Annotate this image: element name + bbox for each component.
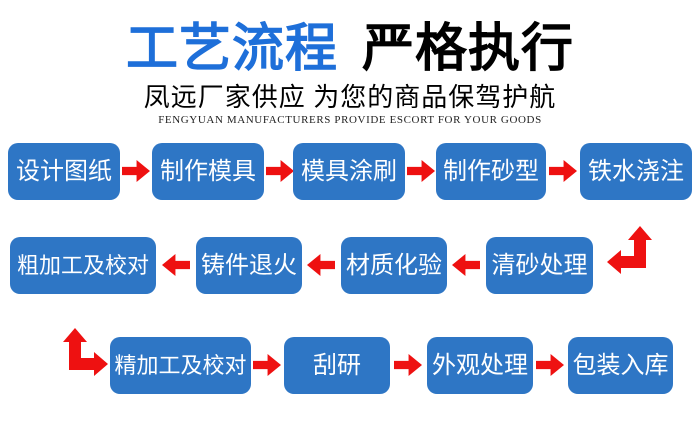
flow-step-5: 铁水浇注 — [580, 143, 692, 200]
flow-step-2: 制作模具 — [152, 143, 264, 200]
elbow-arrow-up-right-icon — [63, 328, 108, 376]
arrow-left-icon — [307, 254, 335, 276]
flow-step-1: 设计图纸 — [8, 143, 120, 200]
tagline-english: FENGYUAN MANUFACTURERS PROVIDE ESCORT FO… — [158, 114, 542, 126]
arrow-right-icon — [549, 160, 577, 182]
arrow-right-icon — [266, 160, 294, 182]
subtitle: 凤远厂家供应 为您的商品保驾护航 — [143, 83, 557, 112]
flow-step-4: 制作砂型 — [436, 143, 546, 200]
flow-step-13: 包装入库 — [568, 337, 673, 394]
arrow-left-icon — [162, 254, 190, 276]
arrow-right-icon — [536, 354, 564, 376]
arrow-right-icon — [394, 354, 422, 376]
flow-step-7: 材质化验 — [341, 237, 447, 294]
arrow-right-icon — [253, 354, 281, 376]
elbow-arrow-up-left-icon — [607, 226, 652, 274]
flow-step-11: 刮研 — [284, 337, 390, 394]
flow-step-6: 清砂处理 — [486, 237, 593, 294]
page-title: 工艺流程 严格执行 — [0, 18, 700, 80]
flow-step-8: 铸件退火 — [196, 237, 302, 294]
flow-step-12: 外观处理 — [427, 337, 533, 394]
arrow-left-icon — [452, 254, 480, 276]
arrow-right-icon — [407, 160, 435, 182]
title-secondary: 严格执行 — [362, 20, 575, 78]
flow-step-10: 精加工及校对 — [110, 337, 251, 394]
title-primary: 工艺流程 — [125, 20, 338, 78]
flow-step-9: 粗加工及校对 — [10, 237, 156, 294]
flow-step-3: 模具涂刷 — [293, 143, 405, 200]
arrow-right-icon — [122, 160, 150, 182]
